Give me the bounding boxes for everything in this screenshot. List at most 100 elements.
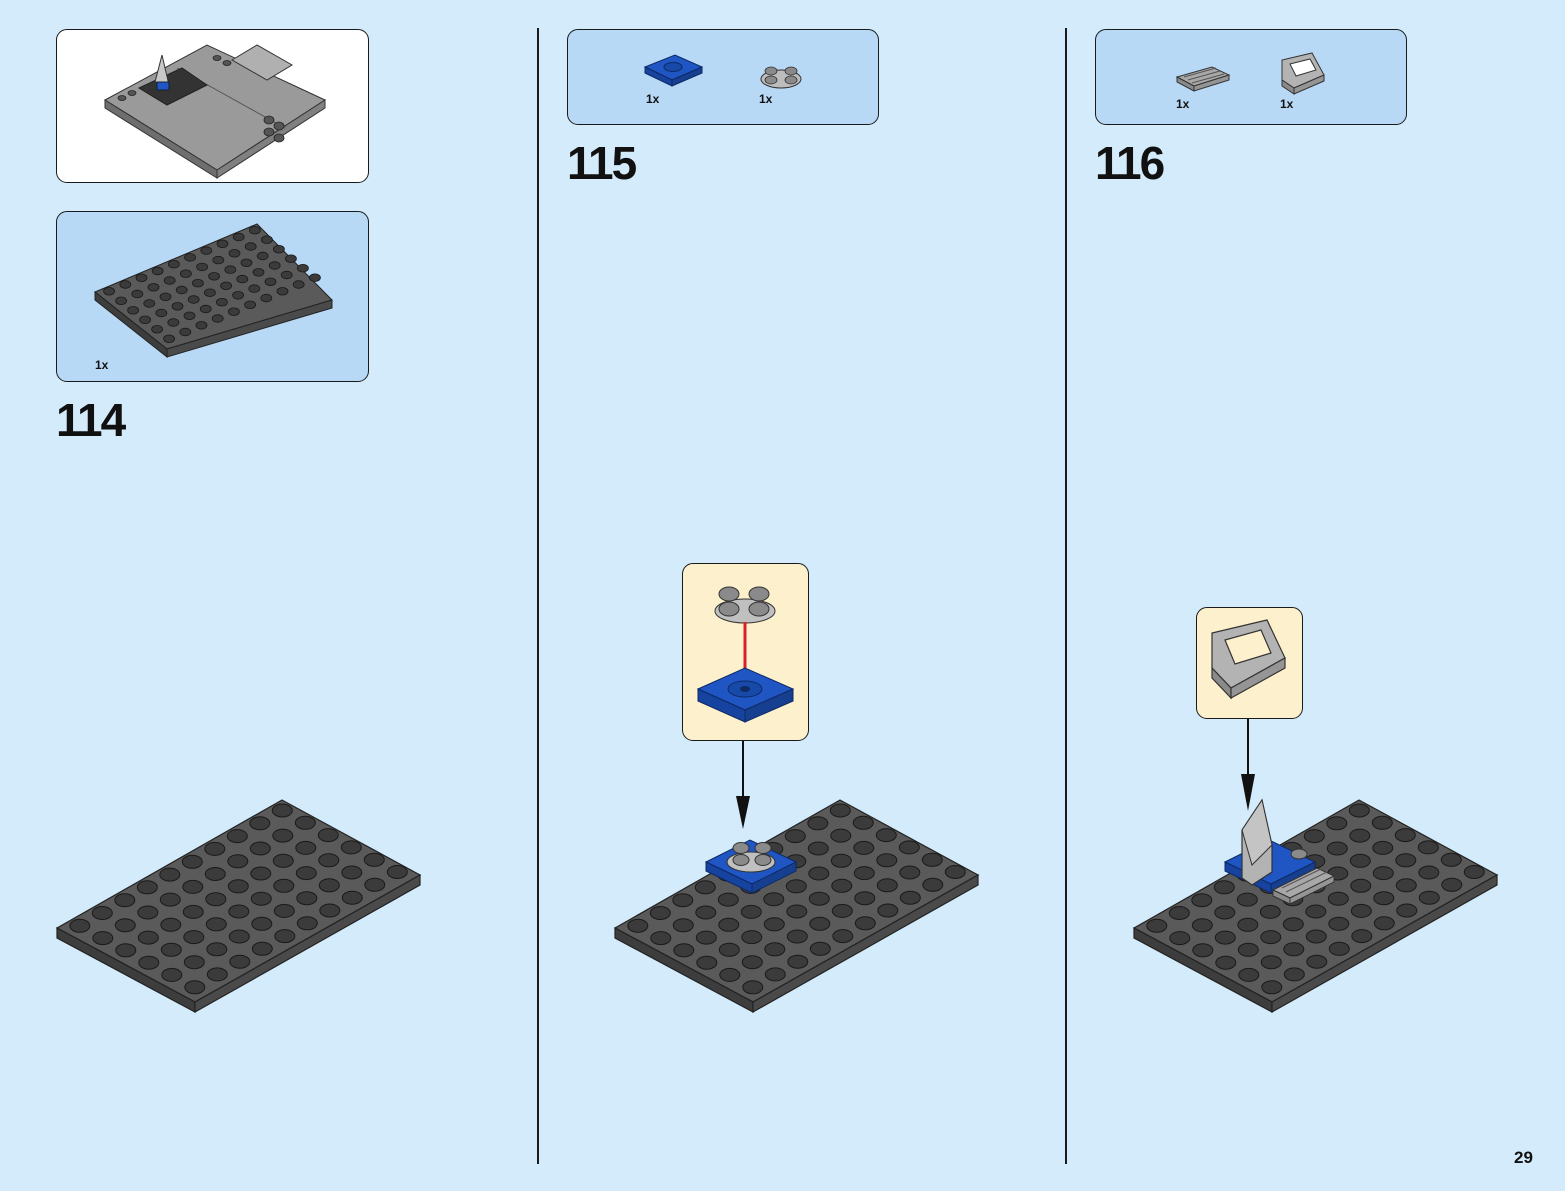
stud — [264, 277, 277, 286]
stud — [114, 893, 136, 908]
stud — [114, 918, 136, 933]
stud — [831, 903, 853, 918]
stud — [341, 890, 363, 905]
gray-tile-grille-icon — [1175, 66, 1231, 92]
stud — [1350, 903, 1372, 918]
stud — [220, 281, 233, 290]
placement-arrow — [1241, 719, 1255, 811]
stud — [272, 828, 294, 843]
stud — [1261, 980, 1283, 995]
stud — [807, 841, 829, 856]
stud — [295, 866, 317, 881]
stud — [179, 269, 192, 278]
stud — [830, 828, 852, 843]
stud — [203, 288, 216, 297]
stud — [672, 893, 694, 908]
assembly-callout-115 — [682, 563, 809, 741]
stud — [763, 917, 785, 932]
stud — [1260, 930, 1282, 945]
stud — [274, 929, 296, 944]
stud — [1305, 904, 1327, 919]
stud — [184, 253, 197, 262]
stud — [69, 918, 91, 933]
stud — [673, 943, 695, 958]
stud — [168, 260, 180, 269]
stud — [183, 955, 205, 970]
stud — [899, 890, 921, 905]
stud — [877, 903, 899, 918]
stud — [1371, 815, 1393, 830]
stud — [182, 904, 204, 919]
stud — [672, 918, 694, 933]
stud — [139, 315, 151, 324]
stud — [175, 285, 188, 295]
stud — [182, 879, 204, 894]
stud — [137, 930, 159, 945]
stud — [1146, 918, 1168, 933]
stud — [741, 955, 763, 970]
stud — [852, 815, 874, 830]
stud — [318, 853, 340, 868]
stud — [151, 266, 164, 276]
stud — [249, 841, 271, 856]
stud — [1417, 840, 1439, 855]
stud — [1351, 929, 1373, 944]
stud — [649, 906, 671, 920]
stud — [1191, 893, 1213, 908]
stud — [853, 840, 875, 855]
step-114-model-plate — [55, 799, 422, 1014]
stud — [1303, 829, 1325, 844]
parts-list-box-115: 1x 1x — [567, 29, 879, 125]
stud — [1372, 866, 1394, 881]
stud — [875, 828, 897, 843]
stud — [876, 853, 898, 868]
stud — [1305, 929, 1327, 944]
stud — [922, 877, 944, 892]
stud — [764, 967, 786, 982]
stud — [226, 829, 248, 844]
stud — [718, 942, 740, 957]
stud — [832, 929, 854, 944]
stud — [340, 840, 362, 855]
stud — [763, 892, 785, 907]
stud — [187, 295, 200, 304]
stud — [808, 866, 830, 881]
stud — [236, 274, 249, 284]
stud — [159, 892, 181, 907]
stud — [240, 258, 253, 267]
stud — [308, 273, 321, 282]
stud — [272, 853, 294, 868]
stud — [160, 917, 182, 932]
stud — [1282, 917, 1304, 932]
stud — [135, 273, 148, 283]
stud — [252, 268, 265, 277]
step-number: 116 — [1095, 137, 1165, 189]
blue-turntable-base-icon — [643, 54, 704, 87]
stud — [151, 325, 163, 334]
stud — [318, 878, 340, 893]
parts-list-box-114: 1x — [56, 211, 369, 382]
stud — [208, 272, 221, 281]
stud — [1349, 828, 1371, 843]
assembly-callout-116 — [1196, 607, 1303, 719]
stud — [127, 306, 139, 315]
stud — [284, 254, 297, 263]
stud — [276, 287, 289, 296]
stud — [1191, 918, 1213, 933]
stud — [1373, 891, 1395, 906]
stud — [256, 251, 269, 261]
stud — [1169, 931, 1191, 946]
stud — [317, 828, 339, 843]
stud — [119, 280, 132, 289]
stud — [719, 967, 741, 982]
step-116-model — [1132, 798, 1499, 1014]
stud — [206, 967, 228, 982]
stud — [1238, 967, 1260, 982]
column-divider-right — [1065, 28, 1067, 1164]
stud — [115, 943, 137, 958]
stud — [1214, 905, 1236, 920]
stud — [232, 232, 245, 242]
stud — [271, 803, 293, 818]
stud — [181, 854, 203, 869]
placement-arrow — [736, 741, 750, 829]
